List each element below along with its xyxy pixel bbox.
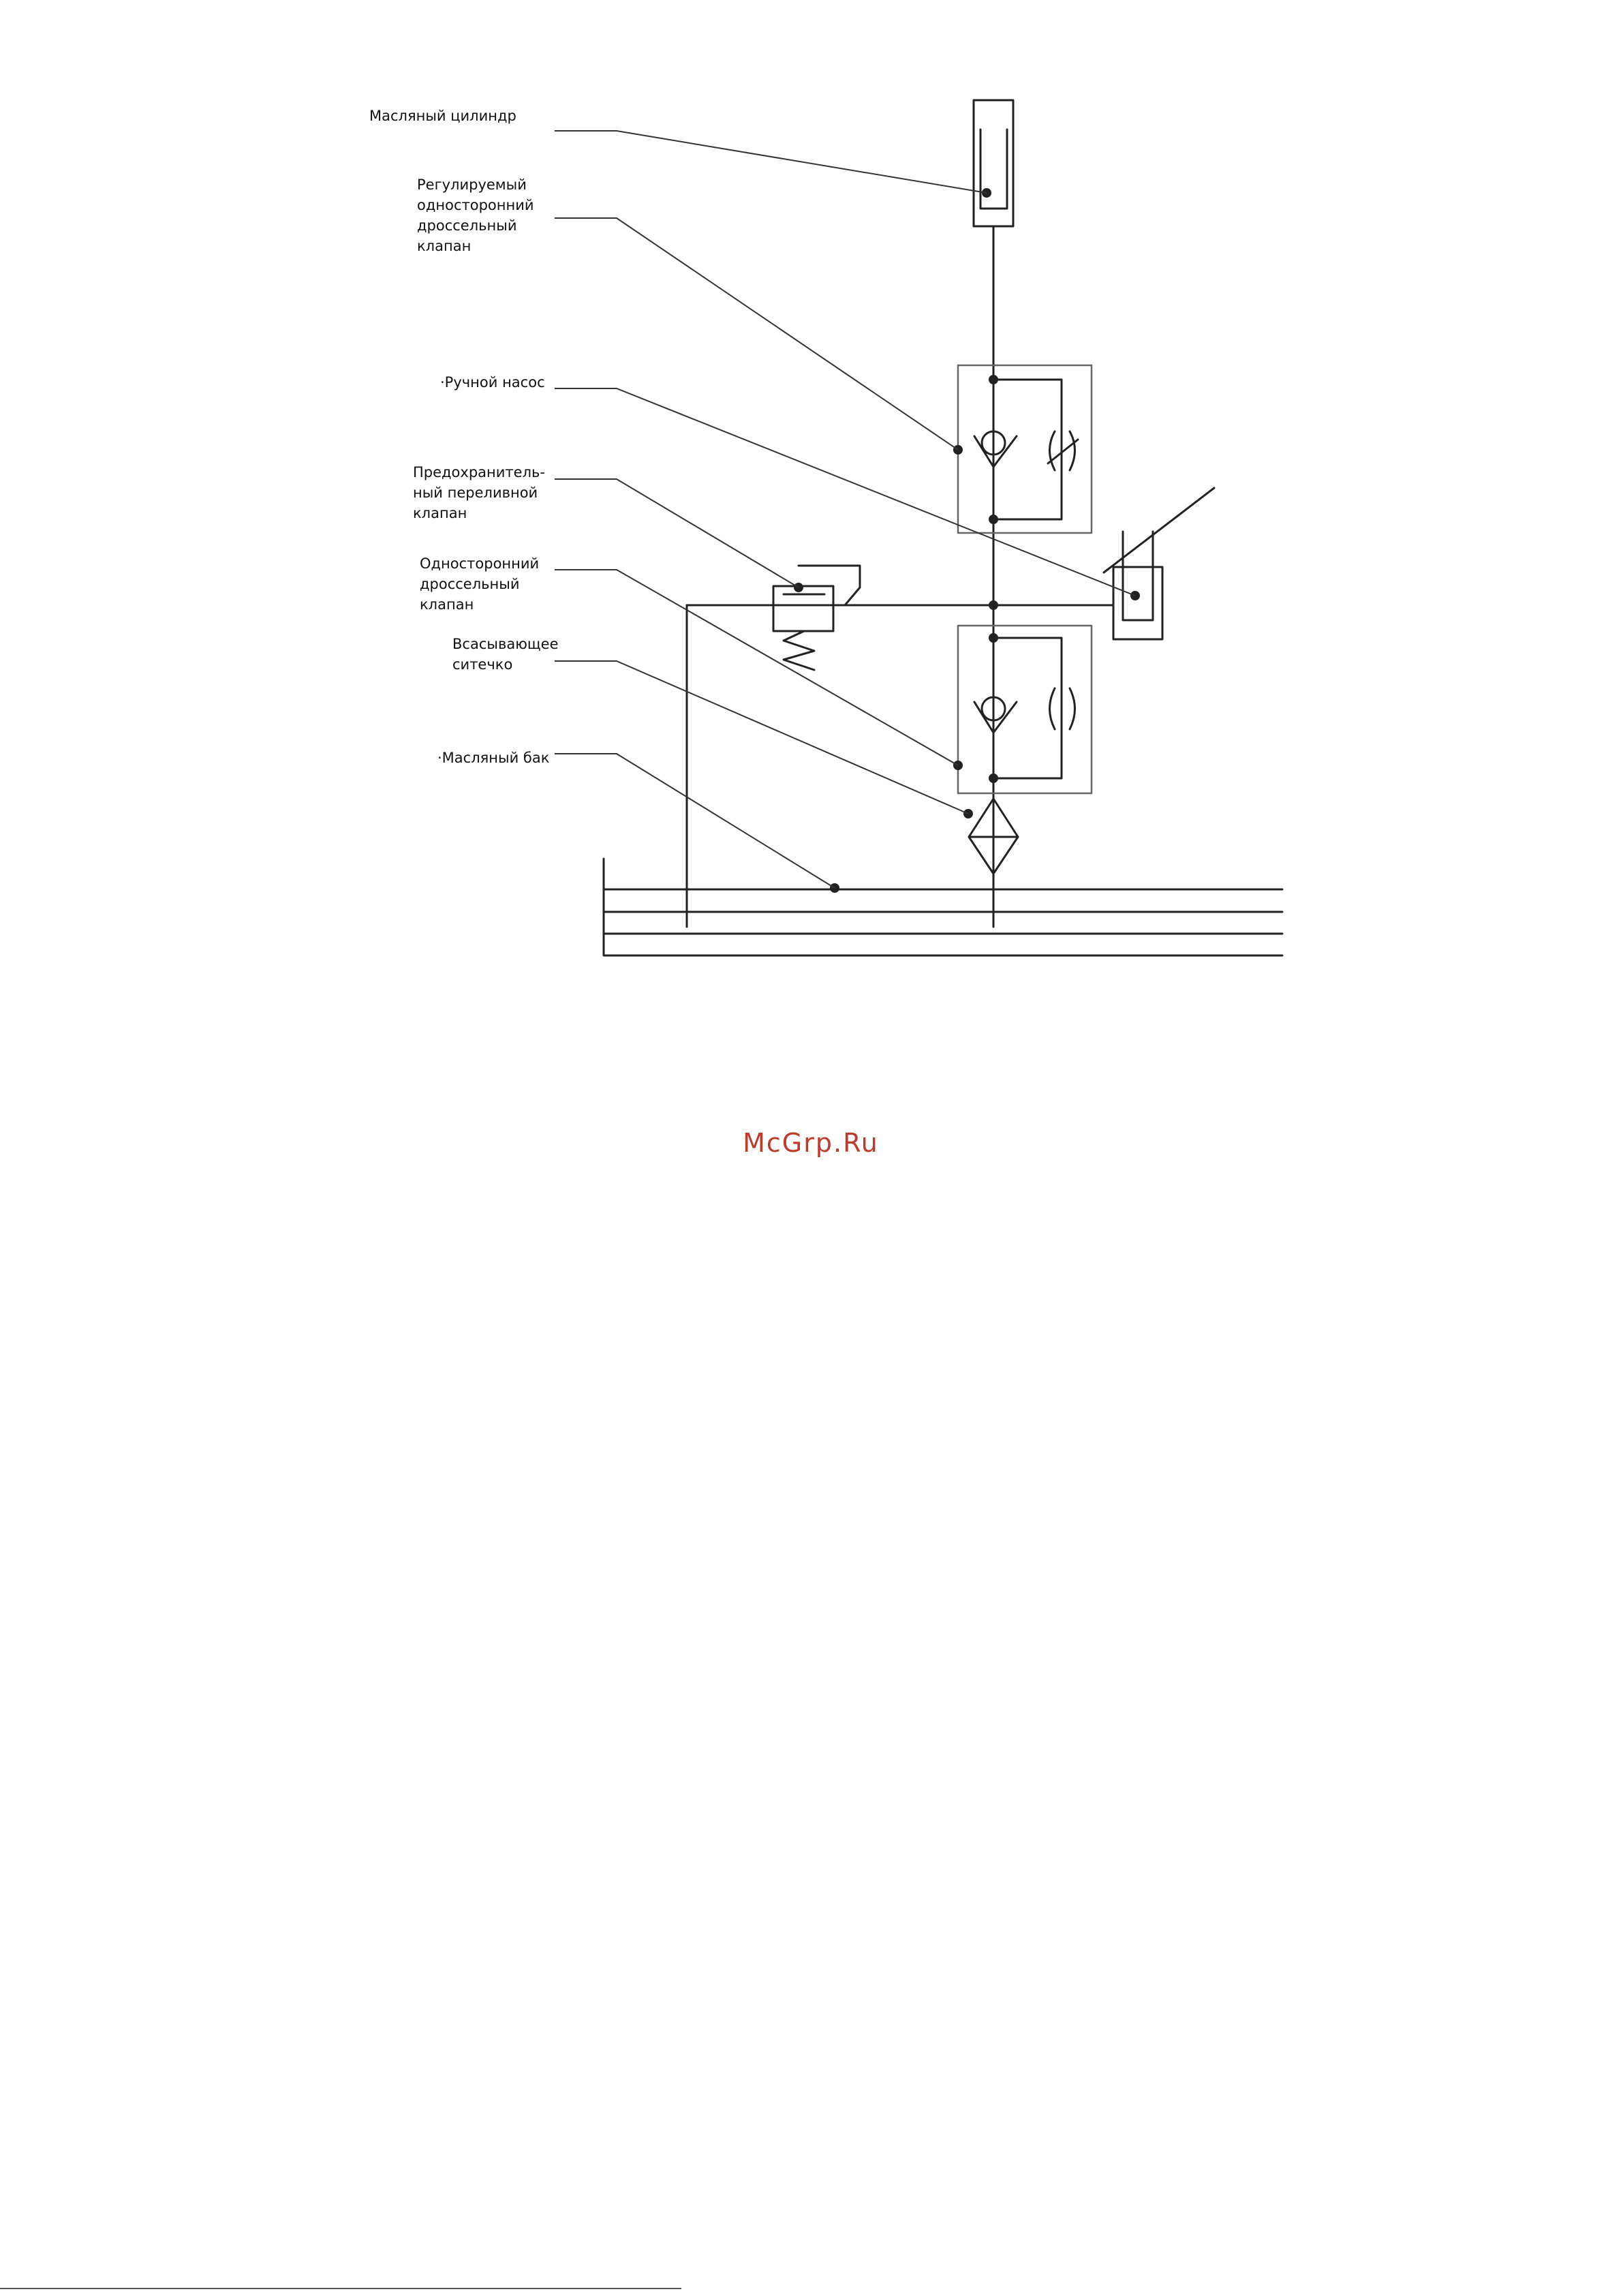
suction-strainer-symbol	[963, 799, 1018, 874]
leader-adjustable-throttle-valve	[555, 218, 958, 450]
leader-oil-tank	[555, 754, 835, 888]
oil-cylinder-symbol	[974, 100, 1013, 226]
label-relief-valve: Предохранитель- ный переливной клапан	[413, 462, 545, 523]
footer-rule	[0, 2288, 681, 2289]
label-throttle-valve: Односторонний дроссельный клапан	[420, 553, 539, 615]
relief-valve-symbol	[773, 566, 860, 670]
leader-relief-valve	[555, 479, 799, 587]
adjustable-throttle-valve-symbol	[953, 365, 1092, 533]
watermark-text: McGrp.Ru	[709, 1128, 913, 1158]
leader-hand-pump	[555, 388, 1135, 596]
hand-pump-symbol	[1104, 488, 1214, 639]
oil-tank-symbol	[604, 859, 1282, 955]
label-oil-cylinder: Масляный цилиндр	[369, 106, 516, 126]
label-adjustable-throttle-valve: Регулируемый односторонний дроссельный к…	[417, 174, 534, 256]
leader-suction-strainer	[555, 661, 968, 814]
label-oil-tank: ·Масляный бак	[437, 748, 549, 768]
leader-oil-cylinder	[555, 131, 987, 193]
leader-throttle-valve	[555, 570, 958, 765]
label-hand-pump: ·Ручной насос	[440, 372, 545, 393]
throttle-valve-symbol	[953, 626, 1092, 793]
label-suction-strainer: Всасывающее ситечко	[452, 634, 559, 675]
